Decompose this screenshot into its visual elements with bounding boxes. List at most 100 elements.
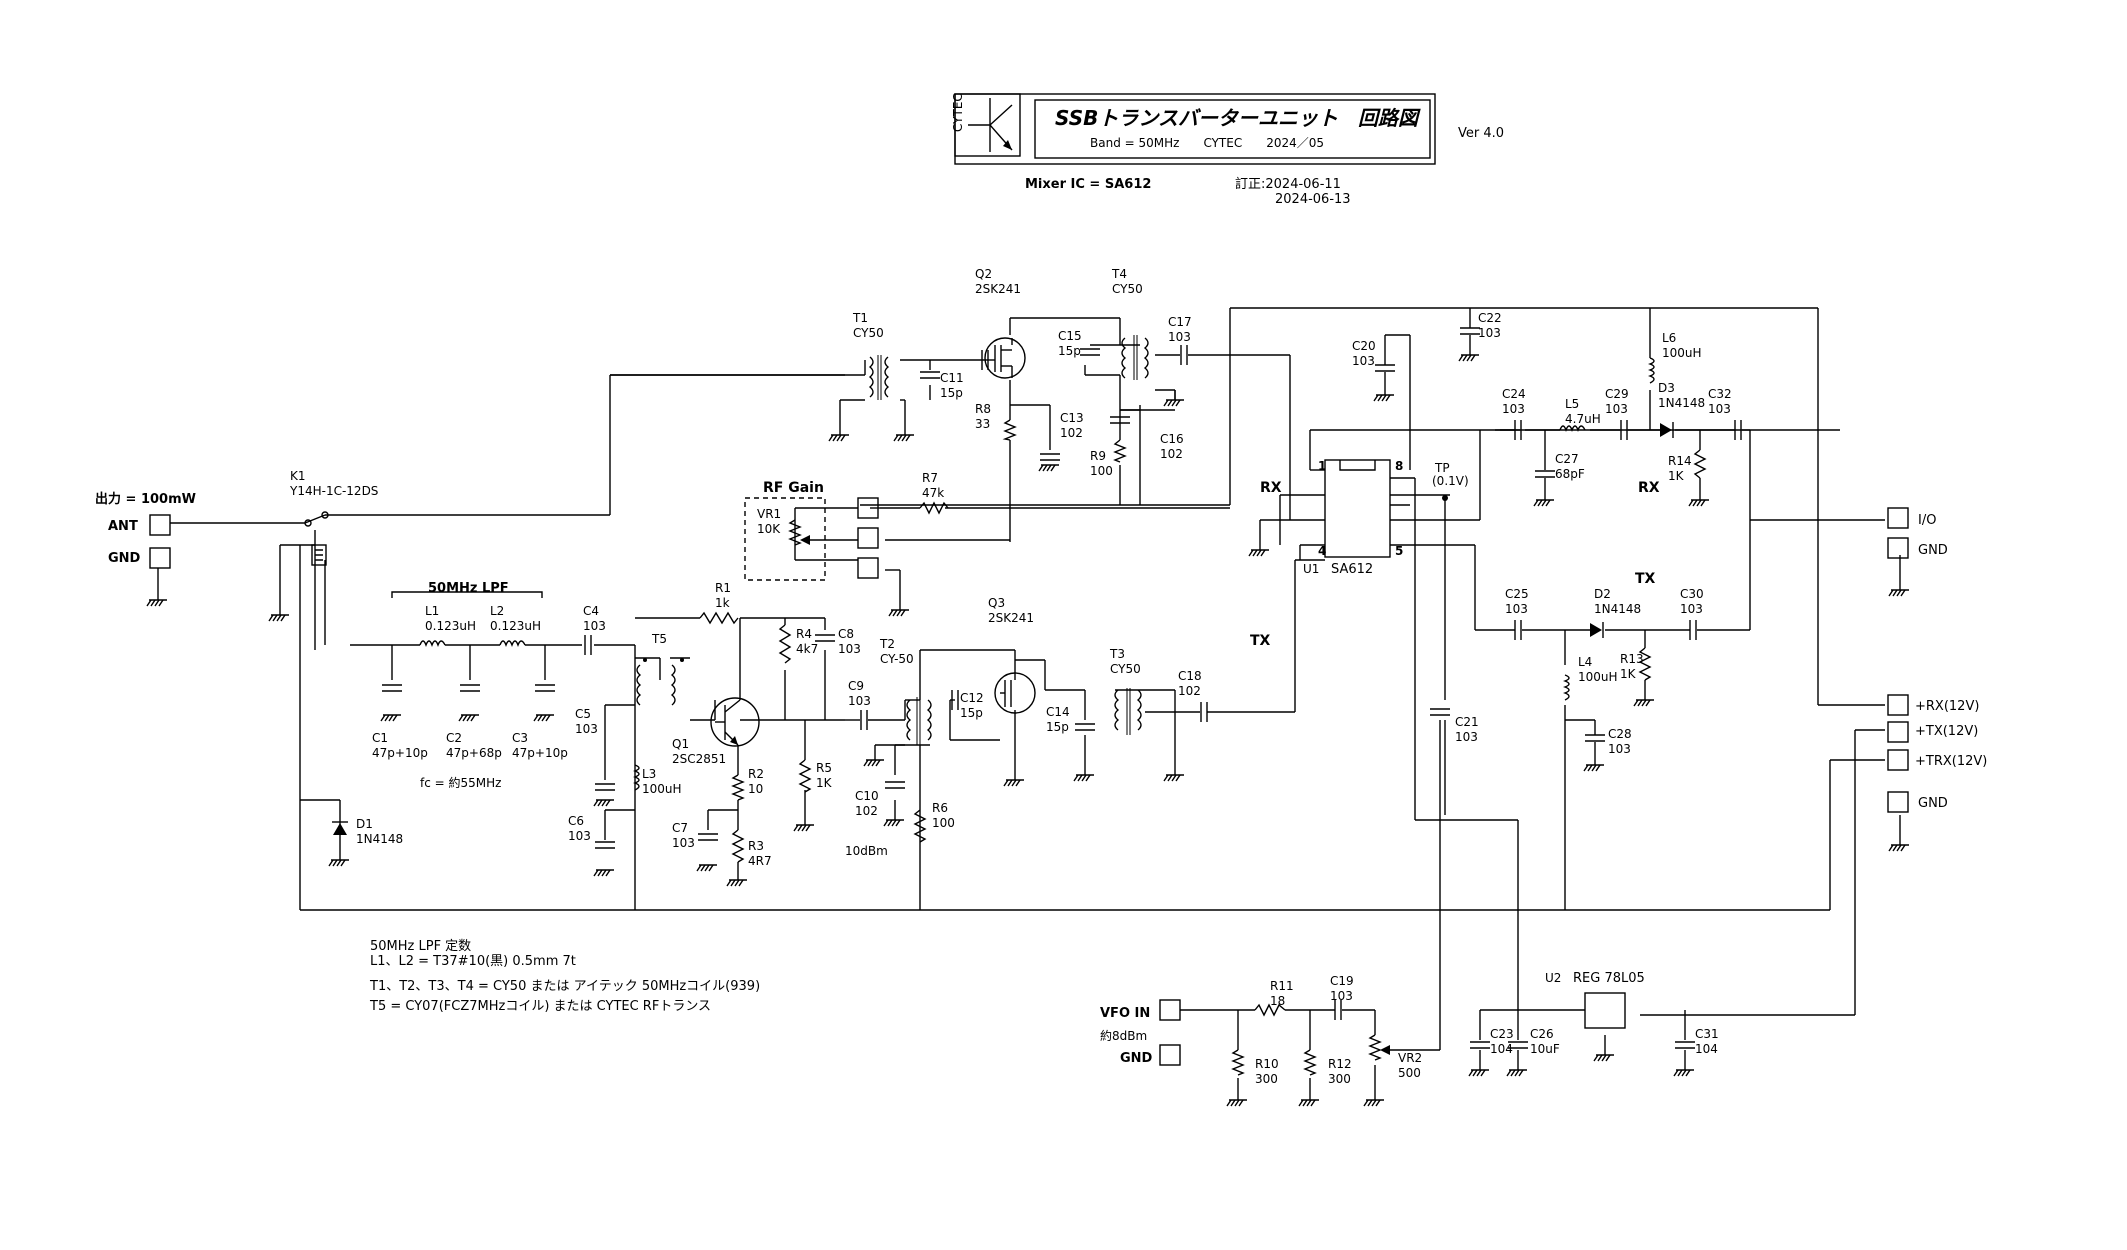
- value-c13: 102: [1060, 426, 1083, 440]
- gnd-left-terminal[interactable]: [149, 547, 171, 569]
- ground-icon: [1163, 774, 1184, 782]
- ground-icon: [1073, 774, 1094, 782]
- designator-c8: C8: [838, 627, 854, 641]
- ground-icon: [1226, 1099, 1247, 1107]
- ground-icon: [1163, 399, 1184, 407]
- terminals: [149, 497, 1909, 1066]
- output-power-label: 出力 = 100mW: [95, 491, 196, 507]
- gnd-io-terminal[interactable]: [1887, 537, 1909, 559]
- inductor-l1-icon: [419, 640, 446, 647]
- designator-vr1: VR1: [757, 507, 781, 521]
- value-c30: 103: [1680, 602, 1703, 616]
- note-3: T1、T2、T3、T4 = CY50 または アイテック 50MHzコイル(93…: [369, 979, 760, 994]
- capacitor-icon: [1080, 348, 1100, 356]
- value-vr1: 10K: [757, 522, 781, 536]
- pin-5: 5: [1395, 544, 1403, 558]
- ground-icon: [1506, 1069, 1527, 1077]
- value-r4: 4k7: [796, 642, 818, 656]
- designator-r10: R10: [1255, 1057, 1279, 1071]
- value-d3: 1N4148: [1658, 396, 1705, 410]
- cytec-logo-icon: CYTEC: [951, 93, 1013, 152]
- rf-gain-terminal-2[interactable]: [857, 527, 879, 549]
- value-c14: 15p: [1046, 720, 1069, 734]
- designator-r1: R1: [715, 581, 731, 595]
- value-c3: 47p+10p: [512, 746, 568, 760]
- ant-terminal[interactable]: [149, 514, 171, 536]
- io-terminal[interactable]: [1887, 507, 1909, 529]
- vfo-in-label: VFO IN: [1100, 1006, 1150, 1021]
- designator-c1: C1: [372, 731, 388, 745]
- designator-q2: Q2: [975, 267, 992, 281]
- value-c4: 103: [583, 619, 606, 633]
- ground-icon: [1583, 764, 1604, 772]
- value-c6: 103: [568, 829, 591, 843]
- rf-gain-terminal-3[interactable]: [857, 557, 879, 579]
- ground-icon: [380, 714, 401, 722]
- value-c22: 103: [1478, 326, 1501, 340]
- rx12-label: +RX(12V): [1915, 699, 1979, 714]
- rf-gain-box: [744, 497, 826, 581]
- designator-c25: C25: [1505, 587, 1529, 601]
- value-l4: 100uH: [1578, 670, 1618, 684]
- value-r11: 18: [1270, 994, 1285, 1008]
- designator-c22: C22: [1478, 311, 1502, 325]
- value-d2: 1N4148: [1594, 602, 1641, 616]
- designator-c15: C15: [1058, 329, 1082, 343]
- designator-r13: R13: [1620, 652, 1644, 666]
- ground-icon: [828, 434, 849, 442]
- ground-icon: [1888, 844, 1909, 852]
- designator-c31: C31: [1695, 1027, 1719, 1041]
- capacitor-icon: [1180, 345, 1188, 365]
- note-1: 50MHz LPF 定数: [370, 939, 471, 954]
- ground-icon: [593, 869, 614, 877]
- subtitle: Band = 50MHz CYTEC 2024／05: [1090, 136, 1324, 150]
- capacitor-icon: [1508, 1041, 1528, 1049]
- diode-d2-icon: [1590, 622, 1604, 638]
- designator-c16: C16: [1160, 432, 1184, 446]
- title: SSBトランスバーターユニット 回路図: [1055, 106, 1421, 130]
- potentiometer-vr2-icon: [1368, 1034, 1382, 1061]
- value-c12: 15p: [960, 706, 983, 720]
- value-c24: 103: [1502, 402, 1525, 416]
- resistor-r10-icon: [1231, 1049, 1245, 1076]
- designator-c30: C30: [1680, 587, 1704, 601]
- designator-t1: T1: [852, 311, 868, 325]
- note-2: L1、L2 = T37#10(黒) 0.5mm 7t: [370, 954, 576, 969]
- value-r7: 47k: [922, 486, 944, 500]
- value-c9: 103: [848, 694, 871, 708]
- designator-c32: C32: [1708, 387, 1732, 401]
- designator-c4: C4: [583, 604, 599, 618]
- rx12-terminal[interactable]: [1887, 694, 1909, 716]
- designator-c10: C10: [855, 789, 879, 803]
- gnd-right-label: GND: [1918, 796, 1948, 811]
- lpf-bracket: [391, 591, 543, 598]
- designator-c11: C11: [940, 371, 964, 385]
- ground-icon: [888, 609, 909, 617]
- rf-gain-terminal-1[interactable]: [857, 497, 879, 519]
- designator-l5: L5: [1565, 397, 1579, 411]
- value-r12: 300: [1328, 1072, 1351, 1086]
- gnd-right-terminal[interactable]: [1887, 791, 1909, 813]
- value-c10: 102: [855, 804, 878, 818]
- tx-label-right: TX: [1635, 571, 1656, 587]
- value-c25: 103: [1505, 602, 1528, 616]
- designator-c2: C2: [446, 731, 462, 745]
- tx12-terminal[interactable]: [1887, 721, 1909, 743]
- gnd-vfo-terminal[interactable]: [1159, 1044, 1181, 1066]
- value-r10: 300: [1255, 1072, 1278, 1086]
- trx12-terminal[interactable]: [1887, 749, 1909, 771]
- value-t2: CY-50: [880, 652, 914, 666]
- vfo-in-terminal[interactable]: [1159, 999, 1181, 1021]
- value-vr2: 500: [1398, 1066, 1421, 1080]
- capacitor-icon: [920, 371, 940, 379]
- rf-gain-label: RF Gain: [763, 480, 824, 496]
- capacitor-icon: [1110, 416, 1130, 424]
- inductor-l6-icon: [1648, 357, 1655, 384]
- ground-icon: [726, 879, 747, 887]
- logo-text: CYTEC: [951, 93, 965, 132]
- value-q3: 2SK241: [988, 611, 1034, 625]
- pin-4: 4: [1318, 544, 1326, 558]
- value-r13: 1K: [1620, 667, 1637, 681]
- ground-icon: [883, 819, 904, 827]
